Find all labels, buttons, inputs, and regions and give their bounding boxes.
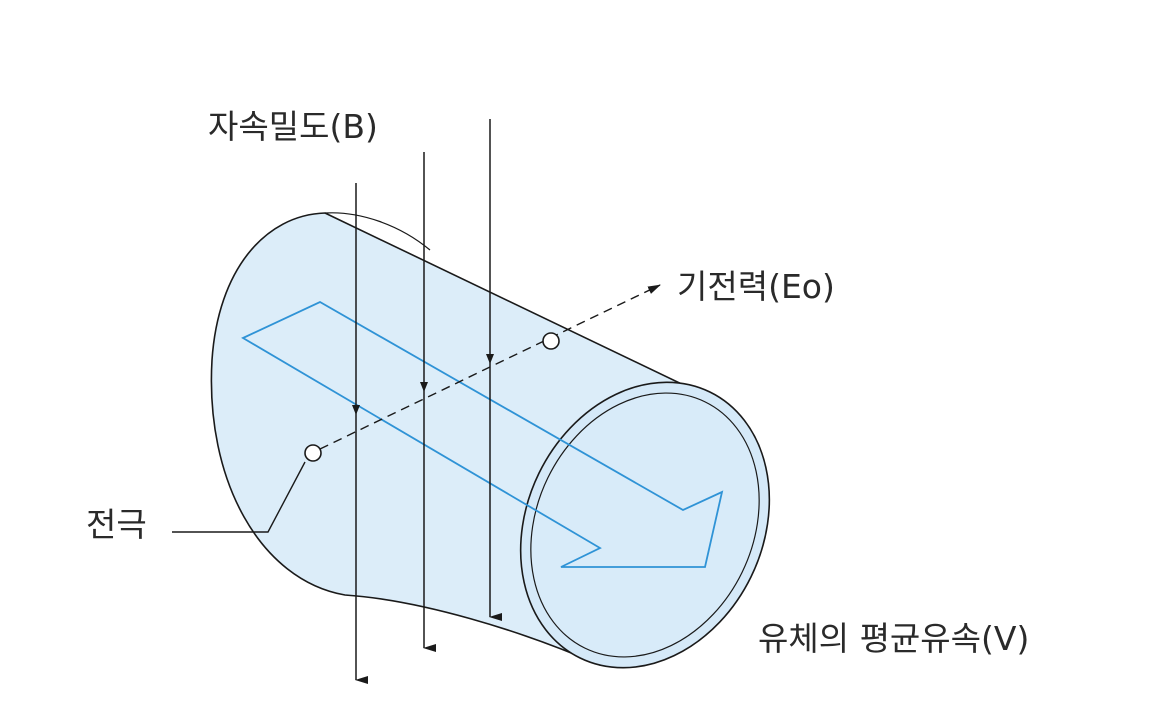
electrode-label: 전극: [86, 505, 147, 544]
electrode-leader-line: [172, 461, 306, 533]
electrode-near: [304, 444, 322, 462]
field-line-tick-3: [486, 354, 494, 364]
electrode-far: [542, 332, 560, 350]
pipe-end-inner: [530, 392, 760, 658]
field-line-tick-2: [420, 382, 428, 392]
flow-arrow: [241, 300, 724, 568]
mean-velocity-label: 유체의 평균유속(V): [758, 619, 1030, 658]
electromotive-force-label: 기전력(Eo): [677, 267, 835, 306]
pipe-outline-top: [324, 212, 431, 251]
field-line-tick-1: [352, 405, 360, 415]
magnetic-flux-density-label: 자속밀도(B): [208, 107, 378, 146]
electrode-axis-line: [319, 284, 661, 450]
